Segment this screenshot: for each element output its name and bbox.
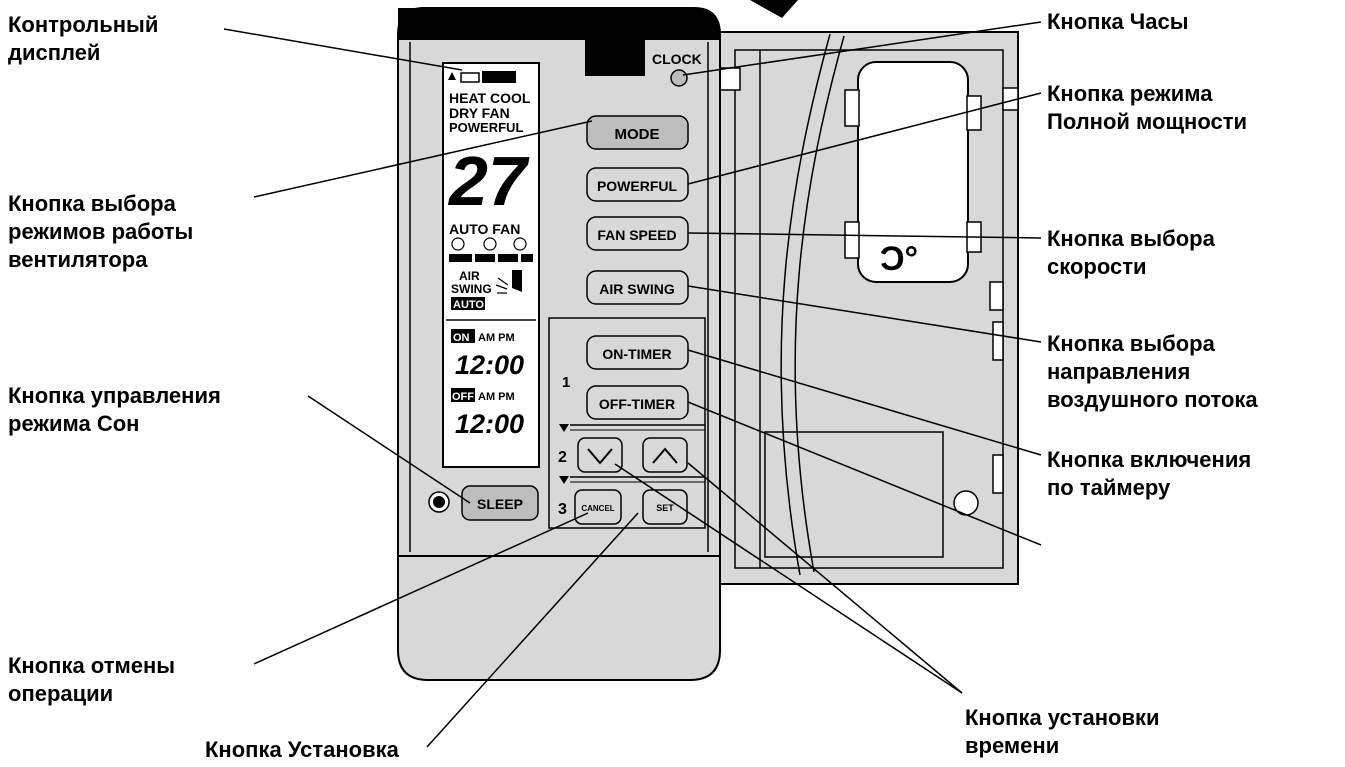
fan-speed-button[interactable]: FAN SPEED [586, 216, 689, 251]
callout-on-timer-line1: Кнопка включения [1047, 447, 1252, 472]
callout-clock: Кнопка Часы [1047, 9, 1189, 34]
set-button-label: SET [656, 503, 674, 513]
chevron-down-icon [587, 448, 613, 465]
chevron-up-icon [652, 447, 678, 464]
callout-on-timer-line2: по таймеру [1047, 475, 1171, 500]
cancel-button-label: CANCEL [581, 504, 614, 513]
callout-sleep-line2: режима Сон [8, 411, 140, 436]
callout-cancel-line2: операции [8, 681, 114, 706]
callout-fan-speed-line1: Кнопка выбора [1047, 226, 1215, 251]
lcd-off-time: 12:00 [455, 409, 524, 439]
step-2-label: 2 [558, 449, 567, 466]
lcd-on: ON [453, 332, 470, 344]
lcd-swing: SWING [451, 282, 492, 296]
step-1-label: 1 [562, 374, 570, 391]
callout-set: Кнопка Установка [205, 737, 399, 762]
callout-powerful: Кнопка режима Полной мощности [1047, 80, 1247, 136]
fan-speed-button-label: FAN SPEED [597, 227, 676, 243]
screw-symbol: Ͻ° [880, 240, 918, 278]
callout-display-line2: дисплей [8, 40, 101, 65]
callout-mode: Кнопка выбора режимов работы вентилятора [8, 190, 193, 274]
unit-panel: Ͻ° [719, 31, 1019, 585]
direction-arrow-icon [750, 0, 798, 18]
callout-cancel: Кнопка отмены операции [8, 652, 175, 708]
set-button[interactable]: SET [642, 489, 688, 525]
off-timer-button[interactable]: OFF-TIMER [586, 385, 689, 420]
callout-sleep: Кнопка управления режима Сон [8, 382, 221, 438]
callout-fan-speed-line2: скорости [1047, 254, 1147, 279]
off-timer-button-label: OFF-TIMER [599, 396, 675, 412]
powerful-button-label: POWERFUL [597, 178, 678, 194]
powerful-button[interactable]: POWERFUL [586, 167, 689, 202]
callout-time-set-line1: Кнопка установки [965, 705, 1160, 730]
fan-speed-icons [451, 237, 527, 251]
lcd-modes-row3: POWERFUL [449, 120, 523, 135]
time-up-button[interactable] [642, 437, 688, 473]
callout-cancel-line1: Кнопка отмены [8, 653, 176, 678]
callout-display: Контрольный дисплей [8, 11, 158, 67]
lcd-off: OFF [452, 391, 474, 403]
callout-powerful-line2: Полной мощности [1047, 109, 1247, 134]
lcd-auto: AUTO [453, 299, 484, 311]
lcd-off-ampm: AM PM [478, 391, 515, 403]
callout-mode-line3: вентилятора [8, 247, 148, 272]
lcd-air: AIR [459, 269, 480, 283]
lcd-modes-row2: DRY FAN [449, 105, 510, 121]
sleep-button-label: SLEEP [477, 496, 523, 512]
sleep-button[interactable]: SLEEP [428, 485, 539, 521]
lcd-on-time: 12:00 [455, 350, 524, 380]
callout-air-swing-line2: направления [1047, 359, 1191, 384]
callout-time-set-line2: времени [965, 733, 1060, 758]
time-down-button[interactable] [577, 437, 623, 473]
louver-icon [495, 270, 522, 294]
air-swing-button-label: AIR SWING [599, 281, 675, 297]
leader-lines [223, 21, 1042, 748]
on-timer-button[interactable]: ON-TIMER [586, 335, 689, 370]
callout-mode-line2: режимов работы [8, 219, 194, 244]
fan-speed-bar [449, 254, 533, 262]
clock-label: CLOCK [652, 51, 702, 67]
callout-sleep-line1: Кнопка управления [8, 383, 221, 408]
callout-powerful-line1: Кнопка режима [1047, 81, 1213, 106]
callout-air-swing-line3: воздушного потока [1047, 387, 1258, 412]
lcd-modes-row1: HEAT COOL [449, 90, 531, 106]
cancel-button[interactable]: CANCEL [574, 489, 622, 525]
callout-air-swing: Кнопка выбора направления воздушного пот… [1047, 330, 1258, 414]
air-swing-button[interactable]: AIR SWING [586, 270, 689, 305]
on-timer-button-label: ON-TIMER [602, 346, 671, 362]
step-3-label: 3 [558, 501, 567, 518]
lcd-display: HEAT COOL DRY FAN POWERFUL 27 AUTO FAN A… [442, 62, 540, 468]
callout-mode-line1: Кнопка выбора [8, 191, 176, 216]
lcd-auto-fan: AUTO FAN [449, 221, 520, 237]
mode-button[interactable]: MODE [586, 115, 689, 150]
lcd-on-ampm: AM PM [478, 332, 515, 344]
callout-on-timer: Кнопка включения по таймеру [1047, 446, 1251, 502]
callout-display-line1: Контрольный [8, 12, 159, 37]
lcd-temperature: 27 [447, 142, 530, 220]
callout-time-set: Кнопка установки времени [965, 704, 1160, 760]
mode-button-label: MODE [615, 126, 660, 143]
clock-button[interactable] [670, 69, 688, 87]
callout-air-swing-line1: Кнопка выбора [1047, 331, 1215, 356]
callout-fan-speed: Кнопка выбора скорости [1047, 225, 1215, 281]
